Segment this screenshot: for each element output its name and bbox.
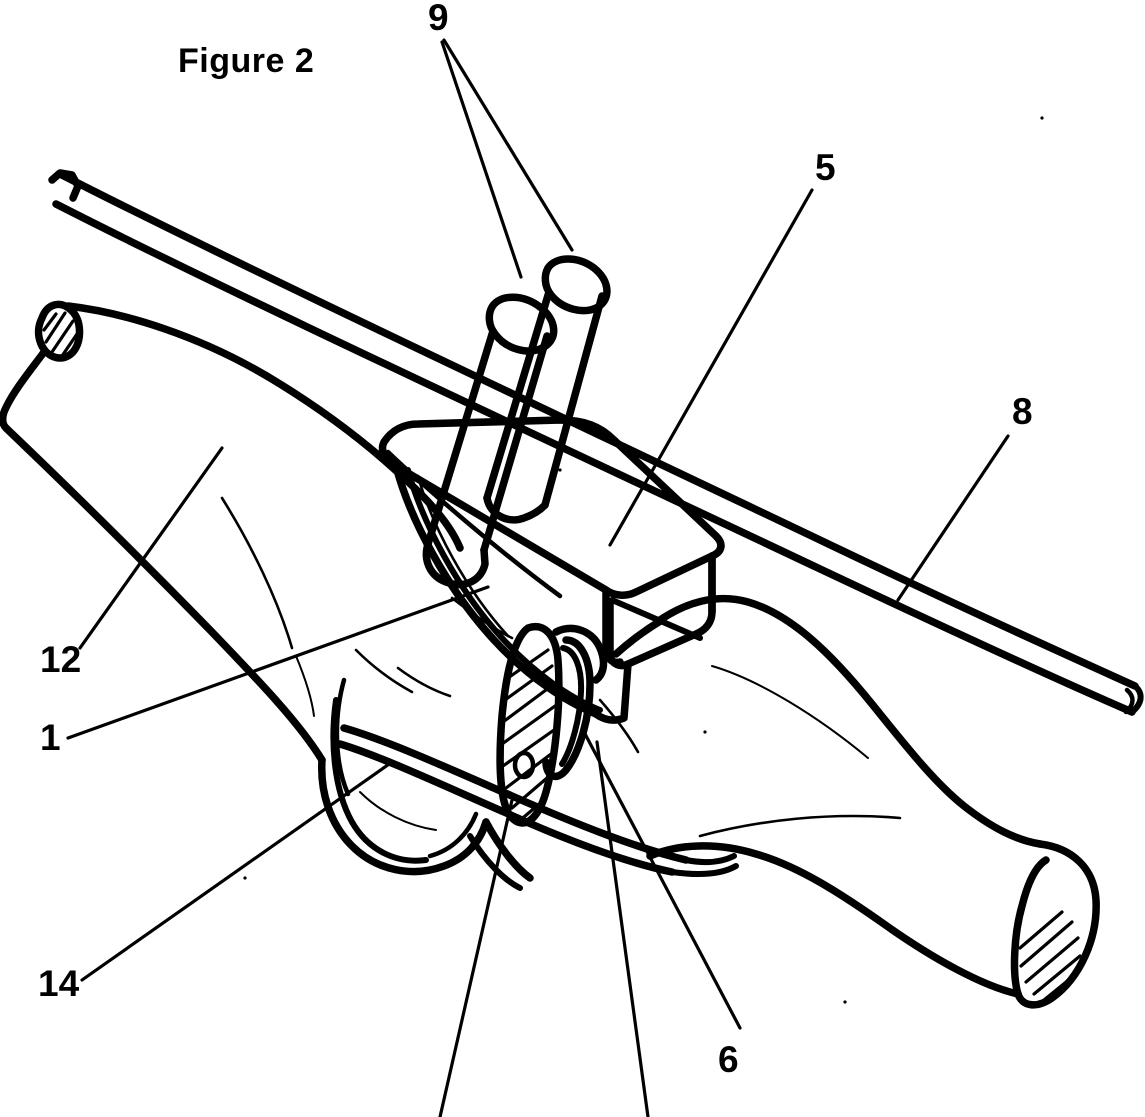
intramedullary-rod-8 <box>48 169 1144 716</box>
distal-bone-1 <box>612 594 1100 1009</box>
ref-numeral-1: 1 <box>40 717 61 758</box>
leader-unlabeled-left <box>438 798 514 1117</box>
leader-12 <box>78 446 224 650</box>
pin-right-9 <box>483 255 611 524</box>
leader-6 <box>581 728 742 1030</box>
misc-detail-strokes <box>243 116 1044 1004</box>
ref-numeral-12: 12 <box>40 639 81 680</box>
pin-left-9 <box>422 293 558 589</box>
ref-numeral-14: 14 <box>38 963 80 1004</box>
ref-numeral-8: 8 <box>1012 391 1033 432</box>
ref-numeral-5: 5 <box>815 147 836 188</box>
distal-bone-hatching <box>1018 910 1082 1002</box>
leader-lines <box>66 38 1010 1117</box>
proximal-bone-hatching <box>42 311 79 358</box>
leader-8 <box>896 434 1010 602</box>
proximal-bone-cut-face <box>34 300 84 362</box>
ref-numeral-9: 9 <box>428 0 449 38</box>
figure-title: Figure 2 <box>178 42 314 80</box>
leader-unlabeled-right <box>595 740 650 1117</box>
ref-numeral-6: 6 <box>718 1039 739 1080</box>
graft-foramen <box>512 750 536 780</box>
leader-9-b <box>442 38 574 252</box>
leader-1 <box>66 585 490 740</box>
leader-14 <box>80 760 394 982</box>
pins-9 <box>422 255 611 589</box>
leader-5 <box>608 188 814 547</box>
reference-numerals: 9 5 8 12 1 14 6 <box>38 0 1033 1080</box>
leader-9-a <box>440 40 523 279</box>
